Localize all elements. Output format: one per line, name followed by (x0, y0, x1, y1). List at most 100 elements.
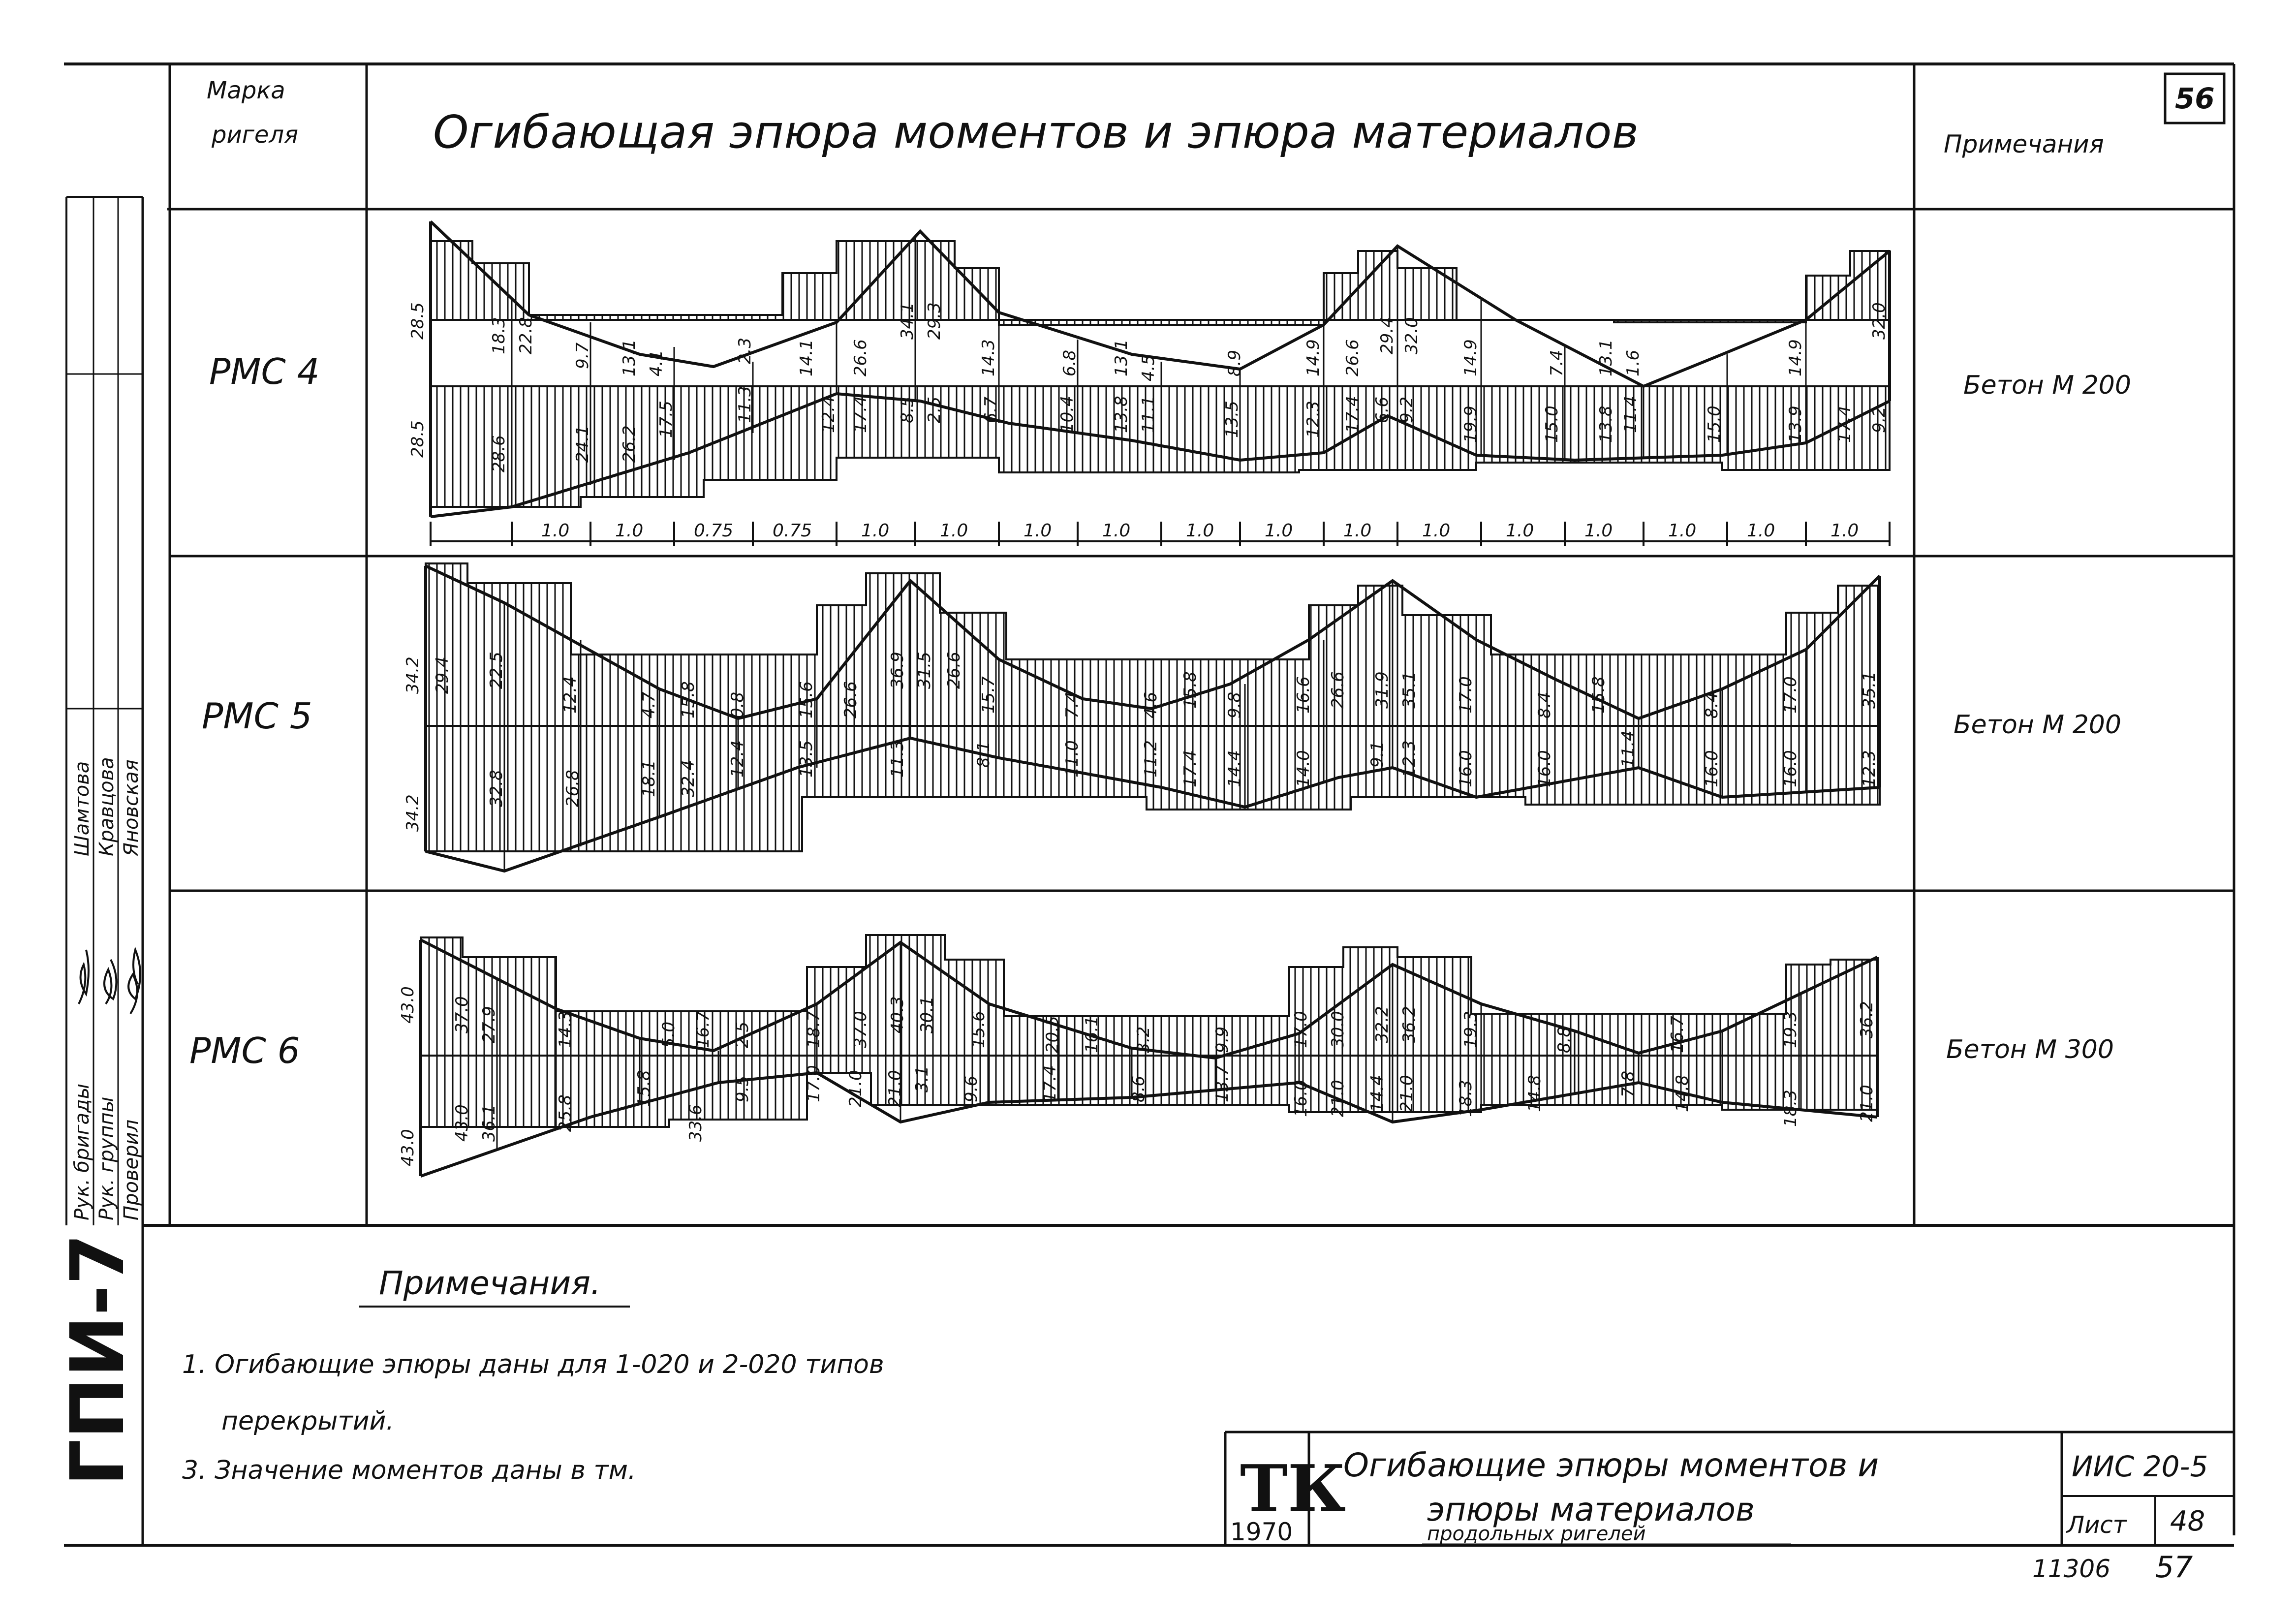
moment-value: 9.9 (1212, 1027, 1232, 1053)
role-label: Рук. бригады (71, 1084, 93, 1220)
ordinate-lines (503, 581, 1807, 871)
moment-value: 15.6 (797, 681, 816, 718)
moment-value: 2.5 (733, 1022, 752, 1048)
moment-value: 10.4 (1057, 396, 1077, 433)
span-label: 1.0 (1747, 521, 1775, 541)
inventory-number: 11306 (2032, 1555, 2110, 1583)
moment-value: 16.7 (693, 1011, 713, 1048)
moment-value: 14.3 (556, 1011, 575, 1048)
moment-value: 9.6 (962, 1076, 981, 1102)
approver-name: Кравцова (95, 757, 118, 856)
moment-value: 28.5 (408, 420, 428, 458)
signatures (78, 946, 141, 1015)
moment-value: 15.7 (979, 676, 998, 714)
beam-mark: РМС 4 (209, 351, 320, 392)
span-label: 1.0 (615, 521, 643, 541)
moment-value: 8.1 (974, 741, 993, 768)
moment-value: 26.6 (944, 652, 964, 689)
moment-value: 31.5 (915, 652, 934, 689)
moment-value: 13.7 (1212, 1065, 1232, 1102)
span-label: 1.0 (1265, 521, 1293, 541)
moment-values-top: 43.0 37.0 27.9 14.3 5.0 16.7 2.5 18.7 37… (398, 986, 1877, 1053)
moment-value: 6.8 (1060, 350, 1080, 376)
moment-values-bottom: 43.0 43.0 36.1 25.8 15.8 33.6 9.5 17.0 2… (398, 1065, 1877, 1166)
moment-value: 9.1 (1367, 741, 1387, 768)
document-code: ИИС 20-5 (2072, 1450, 2208, 1483)
moment-value: 11.2 (1141, 740, 1161, 778)
moment-value: 6.6 (1372, 397, 1392, 423)
moment-value: 8.4 (1535, 692, 1554, 718)
span-label: 1.0 (940, 521, 968, 541)
moment-values-bottom: 34.2 32.8 26.8 18.1 32.4 12.4 13.5 11.3 … (403, 730, 1879, 832)
moment-value: 8.8 (1554, 1027, 1574, 1053)
beam-row-pmc5: РМС 5 Бетон М 200 34.2 29.4 22.5 (202, 562, 2121, 873)
moment-value: 24.1 (573, 425, 592, 463)
moment-value: 15.8 (1589, 676, 1609, 714)
beam-mark: РМС 5 (202, 695, 312, 737)
moment-value: 26.6 (841, 681, 861, 718)
stamp-year: 1970 (1230, 1518, 1293, 1546)
span-label: 0.75 (694, 521, 733, 541)
moment-value: 0.8 (728, 692, 747, 718)
moment-value: 11.3 (888, 740, 907, 778)
sheet-value: 48 (2170, 1505, 2205, 1537)
material-diagram (430, 240, 1891, 517)
moment-value: 4.7 (639, 692, 659, 718)
moment-value: 32.0 (1869, 302, 1889, 340)
moment-value: 28.5 (408, 302, 428, 340)
moment-value: 13.1 (1596, 339, 1616, 376)
moment-value: 15.8 (1180, 671, 1200, 709)
moment-values-bottom: 28.5 28.6 24.1 26.2 17.5 11.3 12.4 17.4 … (408, 386, 1889, 472)
moment-value: 34.1 (898, 302, 917, 340)
moment-value: 36.9 (888, 652, 907, 689)
material-diagram (420, 934, 1878, 1128)
moment-value: 16.0 (1291, 1080, 1311, 1117)
moment-value: 26.6 (851, 339, 870, 376)
moment-value: 15.8 (679, 681, 698, 718)
moment-value: 36.1 (479, 1104, 499, 1142)
moment-value: 17.0 (1456, 676, 1476, 714)
approval-strip: Рук. бригады Рук. группы Проверил Шамтов… (71, 757, 143, 1220)
moment-value: 13.8 (1596, 405, 1616, 443)
moment-value: 14.9 (1461, 339, 1481, 376)
moment-value: 13.1 (1112, 339, 1131, 376)
moment-value: 12.3 (1399, 740, 1419, 778)
series-code: ГПИ-7 (55, 1234, 141, 1486)
moment-value: 17.4 (851, 396, 870, 433)
moment-value: 27.9 (479, 1006, 499, 1043)
ordinate-lines (511, 236, 1807, 507)
moment-value: 7.8 (1618, 1071, 1638, 1097)
moment-value: 12.4 (560, 676, 580, 714)
beam-row-pmc4: РМС 4 Бетон М 200 (209, 220, 2131, 546)
moment-value: 28.6 (489, 435, 509, 472)
approver-name: Яновская (120, 759, 143, 857)
moment-value: 32.8 (487, 770, 506, 807)
moment-value: 36.2 (1399, 1006, 1419, 1043)
page-number: 57 (2155, 1550, 2193, 1585)
ordinate-lines (496, 942, 1802, 1149)
span-label: 1.0 (1186, 521, 1214, 541)
moment-value: 16.0 (1781, 750, 1800, 787)
moment-value: 17.0 (1291, 1011, 1311, 1048)
notes-heading: Примечания. (379, 1264, 601, 1302)
span-label: 1.0 (1506, 521, 1534, 541)
moment-values-top: 34.2 29.4 22.5 12.4 4.7 15.8 0.8 15.6 26… (403, 652, 1879, 718)
moment-value: 30.1 (917, 996, 937, 1033)
moment-value: 34.2 (403, 794, 423, 832)
moment-value: 18.3 (489, 317, 509, 354)
moment-value: 13.8 (1112, 396, 1131, 433)
moment-value: 9.2 (1397, 397, 1417, 423)
title-block (1224, 1431, 2234, 1545)
moment-value: 17.4 (1835, 405, 1855, 443)
moment-value: 26.6 (1328, 671, 1348, 709)
moment-value: 17.4 (1040, 1065, 1060, 1102)
approver-name: Шамтова (71, 761, 93, 856)
span-label: 1.0 (1668, 521, 1696, 541)
moment-value: 35.1 (1860, 671, 1879, 709)
moment-value: 36.2 (1857, 1001, 1877, 1038)
moment-value: 13.1 (620, 339, 639, 376)
moment-value: 3.2 (1134, 1027, 1153, 1053)
span-label: 1.0 (541, 521, 569, 541)
moment-value: 22.5 (487, 652, 506, 689)
moment-value: 9.2 (1869, 406, 1889, 433)
